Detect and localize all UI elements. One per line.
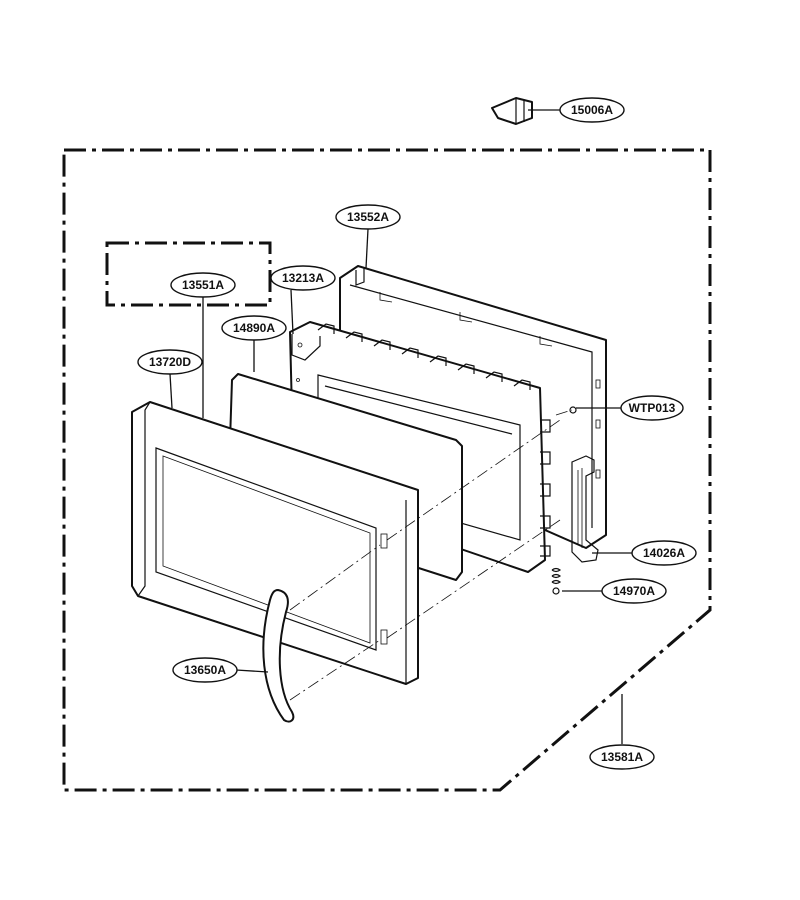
callout-label: 14890A <box>233 321 275 335</box>
callout-WTP013: WTP013 <box>620 395 684 421</box>
screw <box>569 406 577 414</box>
callout-label: 13581A <box>601 750 643 764</box>
callout-label: 14970A <box>613 584 655 598</box>
assembly-guide-lines <box>289 409 573 701</box>
callout-label: 13552A <box>347 210 389 224</box>
leader-lines <box>169 109 632 744</box>
door-assembly-boundary <box>62 148 712 792</box>
callout-label: WTP013 <box>629 401 676 415</box>
callout-13213A: 13213A <box>270 265 336 291</box>
door-handle <box>262 589 295 723</box>
callout-label: 14026A <box>643 546 685 560</box>
callout-label: 13720D <box>149 355 191 369</box>
callout-15006A: 15006A <box>559 97 625 123</box>
door-latch <box>571 455 599 563</box>
callout-13551A: 13551A <box>170 272 236 298</box>
callout-13552A: 13552A <box>335 204 401 230</box>
callout-13720D: 13720D <box>137 349 203 375</box>
callout-14970A: 14970A <box>601 578 667 604</box>
callout-label: 13551A <box>182 278 224 292</box>
callout-label: 15006A <box>571 103 613 117</box>
latch-spring <box>551 567 562 595</box>
choke-cover-boundary <box>105 241 272 307</box>
callout-13650A: 13650A <box>172 657 238 683</box>
door-hinge-part <box>491 97 533 125</box>
callout-14026A: 14026A <box>631 540 697 566</box>
door-front-frame <box>131 401 419 685</box>
callout-label: 13213A <box>282 271 324 285</box>
callout-14890A: 14890A <box>221 315 287 341</box>
callout-13581A: 13581A <box>589 744 655 770</box>
callout-label: 13650A <box>184 663 226 677</box>
